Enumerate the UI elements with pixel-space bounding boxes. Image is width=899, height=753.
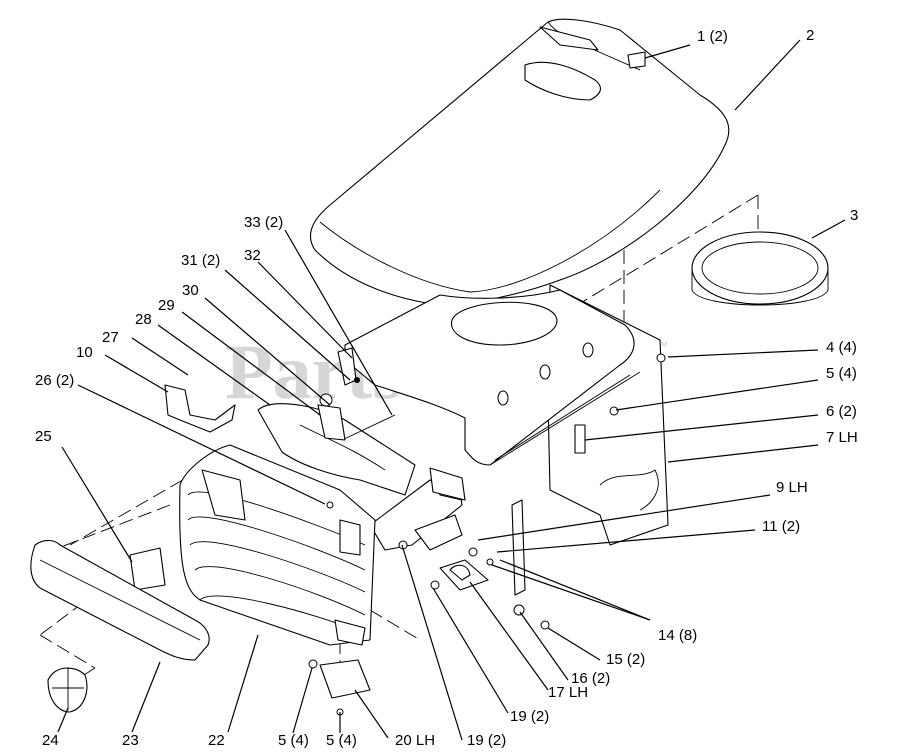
callout-1: 1 (2)	[697, 28, 728, 45]
callout-15: 15 (2)	[606, 651, 645, 668]
callout-5: 5 (4)	[826, 365, 857, 382]
callout-32: 32	[244, 247, 261, 264]
callout-30: 30	[182, 282, 199, 299]
callout-5-c: 5 (4)	[326, 732, 357, 749]
callout-24: 24	[42, 732, 59, 749]
callout-29: 29	[158, 297, 175, 314]
callout-20: 20 LH	[395, 732, 435, 749]
grille-bracket[interactable]	[257, 403, 466, 501]
callout-5-b: 5 (4)	[278, 732, 309, 749]
callout-16: 16 (2)	[571, 670, 610, 687]
spacer-part-6[interactable]	[574, 424, 586, 454]
callout-labels: 1 (2) 2 3 4 (4) 5 (4) 6 (2) 7 LH 9 LH 10…	[35, 27, 858, 749]
bezel-part-25[interactable]	[129, 547, 166, 591]
callout-23: 23	[122, 732, 139, 749]
callout-2: 2	[806, 27, 814, 44]
emblem-part-24[interactable]	[47, 667, 88, 713]
callout-10: 10	[76, 344, 93, 361]
callout-4: 4 (4)	[826, 339, 857, 356]
grille-part-22[interactable]	[179, 444, 376, 646]
callout-11: 11 (2)	[762, 518, 800, 535]
callout-19-b: 19 (2)	[467, 732, 506, 749]
front-panel-part-23[interactable]	[30, 539, 210, 661]
callout-14: 14 (8)	[658, 627, 697, 644]
callout-22: 22	[208, 732, 225, 749]
callout-31: 31 (2)	[181, 252, 220, 269]
callout-26: 26 (2)	[35, 372, 74, 389]
hardware-fasteners	[308, 353, 666, 716]
bracket-part-10[interactable]	[164, 384, 236, 433]
callout-6: 6 (2)	[826, 403, 857, 420]
callout-27: 27	[102, 329, 119, 346]
callout-9: 9 LH	[776, 479, 808, 496]
callout-7: 7 LH	[826, 429, 858, 446]
leader-lines	[57, 39, 846, 741]
hood-part-2[interactable]	[310, 18, 730, 306]
callout-19-a: 19 (2)	[510, 708, 549, 725]
ring-part-3[interactable]	[691, 231, 829, 306]
callout-3: 3	[850, 207, 858, 224]
dash-panel[interactable]	[344, 289, 641, 466]
callout-33: 33 (2)	[244, 214, 283, 231]
callout-28: 28	[135, 311, 152, 328]
plate-part-9[interactable]	[511, 499, 526, 596]
callout-25: 25	[35, 428, 52, 445]
callout-17: 17 LH	[548, 684, 588, 701]
